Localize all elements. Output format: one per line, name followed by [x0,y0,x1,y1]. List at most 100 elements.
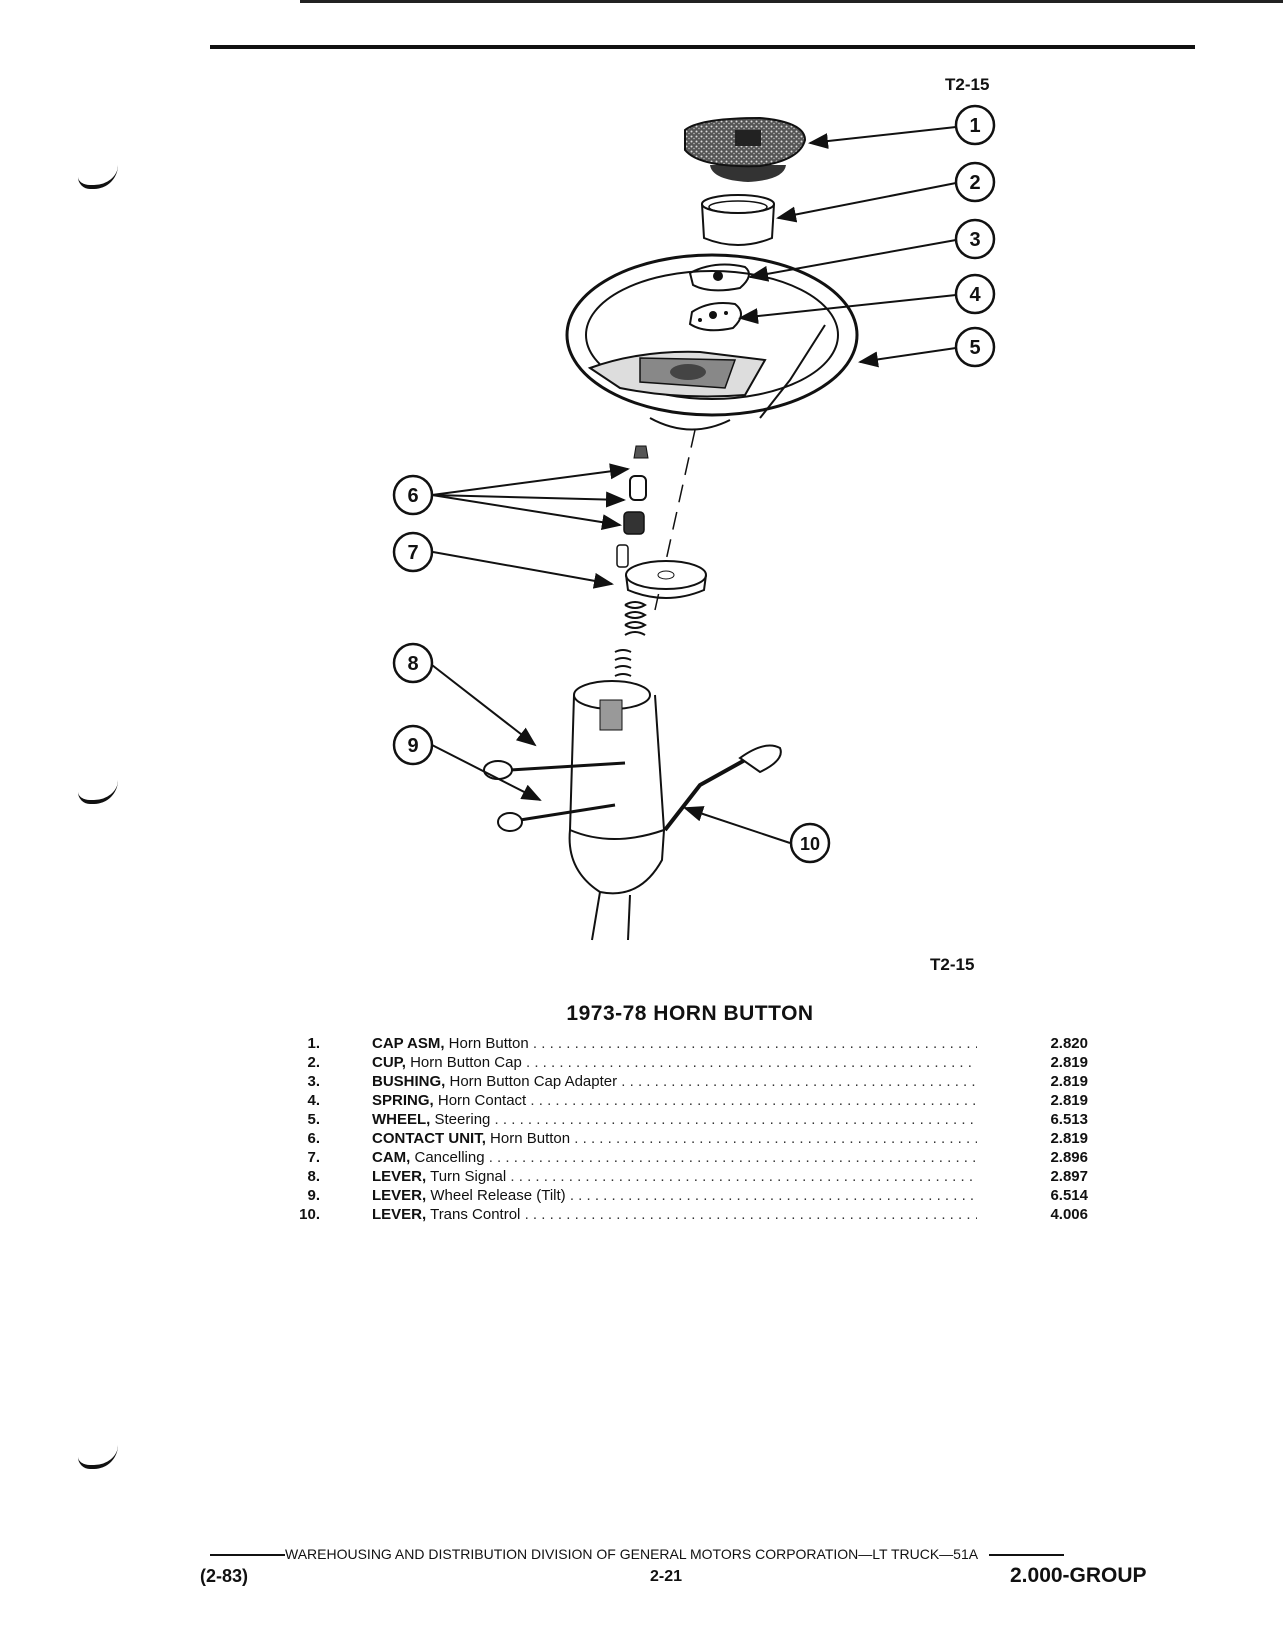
spring-part [688,302,742,332]
dot-leader: . . . . . . . . . . . . . . . . . . . . … [494,1111,977,1128]
callout-6: 6 [407,485,418,507]
part-number: 3. [307,1073,320,1090]
callout-circles [392,104,996,864]
part-name: CAP ASM, [372,1035,445,1052]
part-description: LEVER, Turn Signal . . . . . . . . . . .… [372,1167,977,1186]
part-description: CUP, Horn Button Cap . . . . . . . . . .… [372,1053,977,1072]
dot-leader: . . . . . . . . . . . . . . . . . . . . … [569,1187,977,1204]
footer-organization: WAREHOUSING AND DISTRIBUTION DIVISION OF… [285,1546,978,1562]
part-group-code: 2.897 [1050,1168,1088,1185]
footer-group: 2.000-GROUP [1010,1564,1147,1587]
part-name: CONTACT UNIT, [372,1130,486,1147]
figure-ref-top: T2-15 [945,75,990,94]
part-name: SPRING, [372,1092,434,1109]
leader-lines [431,126,957,844]
part-name: LEVER, [372,1168,427,1185]
dot-leader: . . . . . . . . . . . . . . . . . . . . … [488,1149,977,1166]
part-detail: Horn Button Cap Adapter [445,1073,618,1090]
part-detail: Wheel Release (Tilt) [426,1187,566,1204]
part-detail: Cancelling [410,1149,485,1166]
part-number: 2. [307,1054,320,1071]
callout-2: 2 [969,172,980,194]
part-detail: Trans Control [426,1206,521,1223]
part-group-code: 4.006 [1050,1206,1088,1223]
steering-column-part [568,680,666,941]
part-number: 4. [307,1092,320,1109]
part-number: 5. [307,1111,320,1128]
part-description: LEVER, Wheel Release (Tilt) . . . . . . … [372,1186,977,1205]
dot-leader: . . . . . . . . . . . . . . . . . . . . … [524,1206,977,1223]
part-description: BUSHING, Horn Button Cap Adapter . . . .… [372,1072,977,1091]
horn-cap-part [684,116,807,182]
bushing-part [688,263,750,292]
callout-8: 8 [407,653,418,675]
part-group-code: 2.819 [1050,1130,1088,1147]
part-detail: Horn Button [485,1130,571,1147]
callout-1: 1 [969,115,980,137]
part-number: 7. [307,1149,320,1166]
part-description: CAM, Cancelling . . . . . . . . . . . . … [372,1148,977,1167]
part-detail: Horn Button Cap [405,1054,522,1071]
part-name: BUSHING, [372,1073,446,1090]
part-group-code: 2.820 [1050,1035,1088,1052]
dot-leader: . . . . . . . . . . . . . . . . . . . . … [532,1035,977,1052]
parts-list-row: 4. SPRING, Horn Contact . . . . . . . . .… [280,1091,1088,1110]
part-description: CONTACT UNIT, Horn Button . . . . . . . … [372,1129,977,1148]
callout-5: 5 [969,337,980,359]
part-name: CAM, [372,1149,411,1166]
turn-signal-lever-part [483,760,626,780]
part-name: CUP, [372,1054,406,1071]
part-detail: Horn Button [444,1035,529,1052]
footer-page-number: 2-21 [650,1568,683,1585]
column-springs [614,601,647,677]
callout-3: 3 [969,229,980,251]
parts-list: 1.CAP ASM, Horn Button . . . . . . . . .… [280,1034,1088,1224]
part-name: LEVER, [372,1187,427,1204]
parts-list-row: 6. CONTACT UNIT, Horn Button . . . . . . … [280,1129,1088,1148]
parts-list-row: 10. LEVER, Trans Control . . . . . . . . … [280,1205,1088,1224]
parts-list-row: 5. WHEEL, Steering . . . . . . . . . . . … [280,1110,1088,1129]
callout-10: 10 [800,834,820,854]
contact-unit-part [623,445,649,535]
part-number: 8. [307,1168,320,1185]
dot-leader: . . . . . . . . . . . . . . . . . . . . … [510,1168,977,1185]
part-number: 6. [307,1130,320,1147]
dot-leader: . . . . . . . . . . . . . . . . . . . . … [525,1054,977,1071]
part-detail: Turn Signal [426,1168,507,1185]
part-detail: Steering [430,1111,491,1128]
horn-button-exploded-diagram: 1 2 3 4 5 6 7 8 9 10 [392,104,996,941]
figure-caption: 1973-78 HORN BUTTON [566,1002,814,1025]
callout-7: 7 [407,542,418,564]
part-description: WHEEL, Steering . . . . . . . . . . . . … [372,1110,977,1129]
parts-list-row: 9. LEVER, Wheel Release (Tilt) . . . . . … [280,1186,1088,1205]
parts-list-row: 3. BUSHING, Horn Button Cap Adapter . . .… [280,1072,1088,1091]
part-group-code: 2.819 [1050,1092,1088,1109]
parts-list-row: 8. LEVER, Turn Signal . . . . . . . . . .… [280,1167,1088,1186]
footer-organization-line: WAREHOUSING AND DISTRIBUTION DIVISION OF… [210,1546,1170,1562]
wheel-release-lever-part [497,803,616,832]
part-description: CAP ASM, Horn Button . . . . . . . . . .… [372,1034,977,1053]
dot-leader: . . . . . . . . . . . . . . . . . . . . … [530,1092,977,1109]
parts-list-row: 7. CAM, Cancelling . . . . . . . . . . . … [280,1148,1088,1167]
page-edge-line [300,0,1283,3]
binder-hole-mark [78,1445,118,1469]
callout-9: 9 [407,735,418,757]
part-group-code: 2.819 [1050,1054,1088,1071]
part-number: 9. [307,1187,320,1204]
footer-date: (2-83) [200,1566,249,1586]
part-name: LEVER, [372,1206,427,1223]
part-group-code: 6.513 [1050,1111,1088,1128]
part-number: 10. [299,1206,320,1223]
part-group-code: 2.819 [1050,1073,1088,1090]
binder-hole-mark [78,780,118,804]
dot-leader: . . . . . . . . . . . . . . . . . . . . … [621,1073,977,1090]
steering-wheel-part [565,253,859,431]
part-description: LEVER, Trans Control . . . . . . . . . .… [372,1205,977,1224]
horn-cup-part [701,194,775,246]
part-group-code: 6.514 [1050,1187,1088,1204]
part-detail: Horn Contact [433,1092,527,1109]
parts-list-row: 1.CAP ASM, Horn Button . . . . . . . . .… [280,1034,1088,1053]
parts-list-row: 2. CUP, Horn Button Cap . . . . . . . . .… [280,1053,1088,1072]
binder-hole-mark [78,165,118,189]
part-description: SPRING, Horn Contact . . . . . . . . . .… [372,1091,977,1110]
